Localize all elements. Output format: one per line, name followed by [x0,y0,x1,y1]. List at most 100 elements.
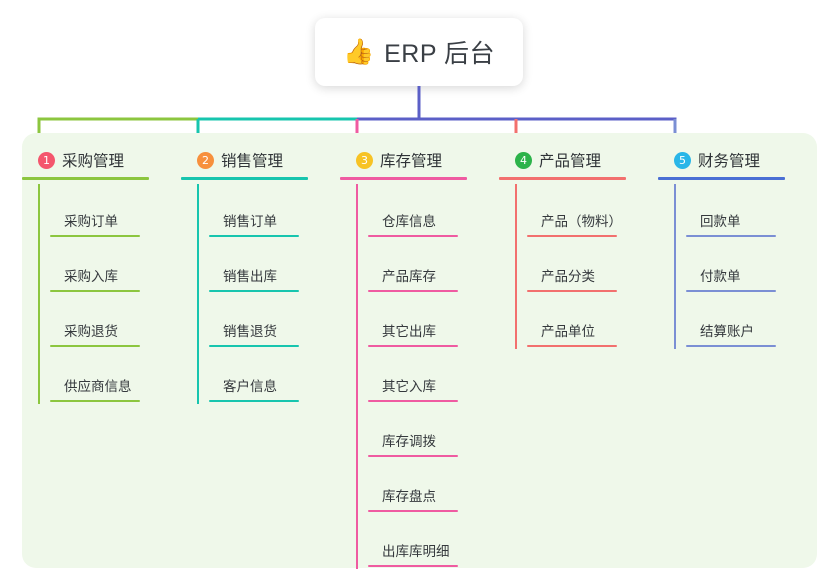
thumbs-up-icon: 👍 [342,37,375,66]
column-spine-3 [356,184,358,569]
column-header-4[interactable]: 4 产品管理 [515,133,658,177]
leaf-node[interactable]: 采购入库 [50,239,181,294]
leaf-label: 其它出库 [382,324,436,339]
column-header-2[interactable]: 2 销售管理 [197,133,340,177]
leaf-label: 库存调拨 [382,434,436,449]
leaf-rule [686,345,776,347]
leaf-node[interactable]: 回款单 [686,184,817,239]
leaf-label: 采购入库 [64,269,118,284]
root-title: ERP 后台 [384,40,496,68]
column-title-4: 产品管理 [539,153,602,170]
column-header-1[interactable]: 1 采购管理 [38,133,181,177]
leaf-node[interactable]: 仓库信息 [368,184,499,239]
leaf-node[interactable]: 销售订单 [209,184,340,239]
leaf-node[interactable]: 销售出库 [209,239,340,294]
column-badge-2: 2 [197,151,214,169]
leaf-rule [209,235,299,237]
column-badge-3: 3 [356,151,373,169]
leaf-label: 客户信息 [223,379,277,394]
leaf-label: 仓库信息 [382,214,436,229]
leaf-rule [686,235,776,237]
column-5: 5 财务管理回款单付款单结算账户 [658,133,817,568]
column-rule-5 [658,177,785,180]
leaf-node[interactable]: 产品单位 [527,294,658,349]
column-spine-2 [197,184,199,404]
leaf-node[interactable]: 其它出库 [368,294,499,349]
leaf-label: 销售出库 [223,269,277,284]
leaf-label: 其它入库 [382,379,436,394]
column-items-4: 产品（物料） 产品分类产品单位 [515,184,658,349]
leaf-rule [368,400,458,402]
leaf-rule [209,345,299,347]
column-rule-2 [181,177,308,180]
leaf-rule [368,290,458,292]
column-title-3: 库存管理 [380,153,443,170]
column-header-5[interactable]: 5 财务管理 [674,133,817,177]
leaf-label: 采购订单 [64,214,118,229]
leaf-node[interactable]: 出库库明细 [368,514,499,569]
column-spine-4 [515,184,517,349]
column-3: 3 库存管理仓库信息产品库存其它出库其它入库库存调拨库存盘点出库库明细 [340,133,499,569]
column-1: 1 采购管理采购订单采购入库采购退货供应商信息 [22,133,181,568]
column-items-1: 采购订单采购入库采购退货供应商信息 [38,184,181,404]
leaf-rule [368,455,458,457]
column-items-5: 回款单付款单结算账户 [674,184,817,349]
column-4: 4 产品管理产品（物料） 产品分类产品单位 [499,133,658,568]
leaf-node[interactable]: 结算账户 [686,294,817,349]
leaf-rule [50,345,140,347]
leaf-node[interactable]: 产品分类 [527,239,658,294]
leaf-label: 库存盘点 [382,489,436,504]
leaf-label: 产品库存 [382,269,436,284]
leaf-node[interactable]: 客户信息 [209,349,340,404]
leaf-label: 销售订单 [223,214,277,229]
leaf-rule [50,290,140,292]
leaf-rule [209,400,299,402]
column-badge-4: 4 [515,151,532,169]
leaf-node[interactable]: 付款单 [686,239,817,294]
leaf-rule [527,290,617,292]
leaf-label: 产品分类 [541,269,595,284]
leaf-rule [686,290,776,292]
leaf-label: 回款单 [700,214,741,229]
leaf-label: 出库库明细 [382,544,450,559]
leaf-node[interactable]: 产品库存 [368,239,499,294]
column-header-3[interactable]: 3 库存管理 [356,133,499,177]
leaf-node[interactable]: 库存调拨 [368,404,499,459]
leaf-rule [527,235,617,237]
column-spine-1 [38,184,40,404]
leaf-node[interactable]: 销售退货 [209,294,340,349]
leaf-rule [368,235,458,237]
leaf-label: 产品单位 [541,324,595,339]
column-badge-1: 1 [38,151,55,169]
leaf-label: 采购退货 [64,324,118,339]
content-panel [22,133,817,568]
column-rule-4 [499,177,626,180]
leaf-label: 付款单 [700,269,741,284]
column-title-1: 采购管理 [62,153,125,170]
leaf-node[interactable]: 库存盘点 [368,459,499,514]
leaf-rule [50,235,140,237]
column-title-2: 销售管理 [221,153,284,170]
column-title-5: 财务管理 [698,153,761,170]
column-list: 1 采购管理采购订单采购入库采购退货供应商信息 2 销售管理销售订单销售出库销售退货客… [22,133,817,569]
root-node[interactable]: 👍 ERP 后台 [315,18,523,86]
column-items-2: 销售订单销售出库销售退货客户信息 [197,184,340,404]
leaf-node[interactable]: 供应商信息 [50,349,181,404]
leaf-rule [368,345,458,347]
leaf-node[interactable]: 其它入库 [368,349,499,404]
column-badge-5: 5 [674,151,691,169]
column-rule-1 [22,177,149,180]
leaf-rule [209,290,299,292]
leaf-node[interactable]: 产品（物料） [527,184,658,239]
column-items-3: 仓库信息产品库存其它出库其它入库库存调拨库存盘点出库库明细 [356,184,499,569]
column-spine-5 [674,184,676,349]
column-rule-3 [340,177,467,180]
leaf-label: 结算账户 [700,324,754,339]
leaf-rule [527,345,617,347]
leaf-node[interactable]: 采购退货 [50,294,181,349]
leaf-rule [368,565,458,567]
leaf-label: 产品（物料） [541,214,622,229]
leaf-rule [368,510,458,512]
leaf-node[interactable]: 采购订单 [50,184,181,239]
